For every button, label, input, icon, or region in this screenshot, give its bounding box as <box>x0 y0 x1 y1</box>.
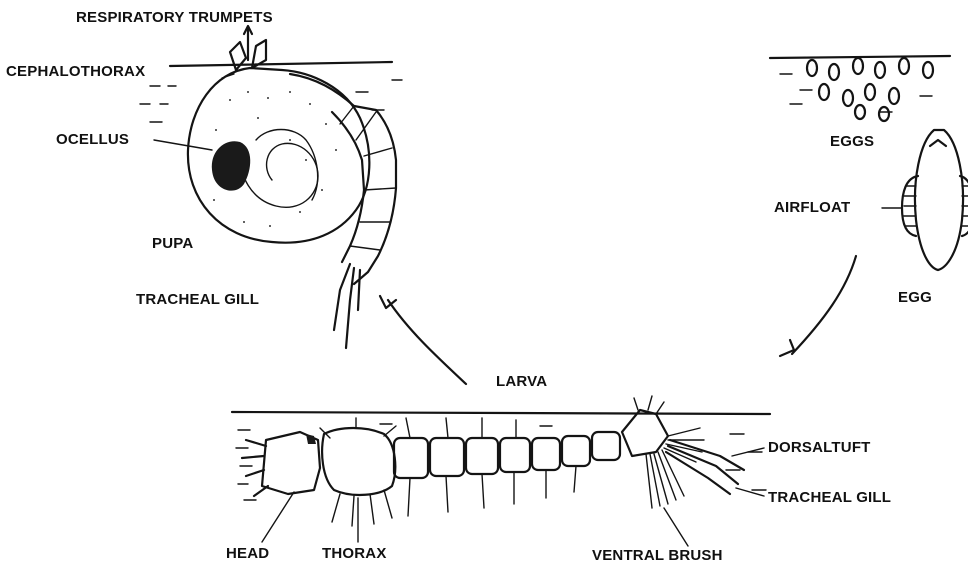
label-head: HEAD <box>226 546 269 561</box>
label-ventral-brush: VENTRAL BRUSH <box>592 548 723 563</box>
airfloat-hatching <box>904 186 968 226</box>
pupa-abdomen-outer <box>290 74 396 284</box>
larva-illustration <box>232 396 770 526</box>
label-dorsal-tuft: DORSALTUFT <box>768 440 871 455</box>
head-pointer <box>262 492 294 542</box>
label-eggs: EGGS <box>830 134 874 149</box>
pupa-water-dashes <box>140 80 402 122</box>
label-thorax: THORAX <box>322 546 387 561</box>
egg-raft <box>807 58 933 121</box>
tracheal-gill-larva-pointer <box>736 488 764 496</box>
pupa-water-surface <box>170 62 392 66</box>
label-airfloat: AIRFLOAT <box>774 200 850 215</box>
pupa-appendage-loop <box>240 143 318 207</box>
larva-water-surface <box>232 412 770 414</box>
abdomen-hairs <box>406 418 576 516</box>
label-tracheal-gill-larva: TRACHEAL GILL <box>768 490 891 505</box>
larva-abdomen-segments <box>394 432 620 478</box>
label-respiratory-trumpets: RESPIRATORY TRUMPETS <box>76 10 273 25</box>
ventral-brush-pointer <box>664 508 688 546</box>
pupa-appendage-loop-2 <box>256 130 318 201</box>
label-cephalothorax: CEPHALOTHORAX <box>6 64 145 79</box>
label-pupa: PUPA <box>152 236 193 251</box>
larva-thorax <box>322 428 395 495</box>
larva-eye <box>306 434 316 444</box>
ocellus-pointer <box>154 140 212 150</box>
pupa-tracheal-gill <box>334 264 360 348</box>
single-egg-outline <box>915 130 963 270</box>
label-tracheal-gill-pupa: TRACHEAL GILL <box>136 292 259 307</box>
arrow-egg-to-larva <box>792 256 856 354</box>
label-larva: LARVA <box>496 374 547 389</box>
label-egg: EGG <box>898 290 932 305</box>
egg-cap <box>930 140 946 146</box>
ocellus-eye <box>212 141 250 190</box>
larva-siphon <box>622 410 668 456</box>
label-ocellus: OCELLUS <box>56 132 129 147</box>
arrow-larva-to-pupa <box>388 300 466 384</box>
eggs-illustration <box>770 56 968 270</box>
larva-tracheal-gills <box>666 440 744 494</box>
